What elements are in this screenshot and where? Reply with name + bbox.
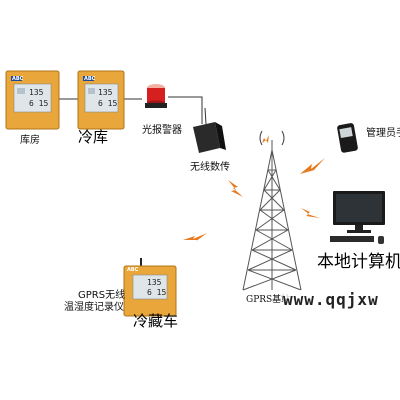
brand-logo: ABC xyxy=(127,267,139,273)
label-wireless-transmitter: 无线数传 xyxy=(190,162,230,173)
label-cold-storage: 冷库 xyxy=(78,128,109,146)
label-local-computer: 本地计算机 xyxy=(317,252,400,272)
label-gprs-recorder-line1: GPRS无线 xyxy=(78,290,126,301)
signal-bolt-icon xyxy=(300,158,325,174)
signal-bolts xyxy=(183,135,325,242)
radio-tower xyxy=(242,130,302,291)
signal-bolt-icon xyxy=(262,135,269,143)
local-computer xyxy=(330,191,385,244)
temperature-recorder-warehouse: ABC 135 6 15 xyxy=(5,70,60,130)
signal-bolt-icon xyxy=(301,208,320,218)
reading-2: 6 15 xyxy=(147,288,166,297)
label-reefer-truck: 冷藏车 xyxy=(133,312,179,330)
admin-phone xyxy=(337,123,358,153)
temperature-recorder-cold-storage: ABC 135 6 15 xyxy=(77,70,125,130)
signal-bolt-icon xyxy=(228,180,243,197)
label-alarm: 光报警器 xyxy=(142,125,182,136)
label-gprs-recorder-line2: 温湿度记录仪 xyxy=(64,302,124,313)
reading-1: 135 xyxy=(29,88,44,97)
wiring xyxy=(59,96,203,124)
reading-2: 6 15 xyxy=(29,99,48,108)
watermark: www.qqjxw xyxy=(283,290,379,309)
alarm-light xyxy=(145,84,167,108)
reading-2: 6 15 xyxy=(98,99,117,108)
brand-logo: ABC xyxy=(84,76,96,82)
wireless-transmitter xyxy=(193,107,226,153)
signal-bolt-icon xyxy=(183,233,207,242)
reading-1: 135 xyxy=(147,278,162,287)
label-warehouse: 库房 xyxy=(20,135,40,146)
brand-logo: ABC xyxy=(12,76,24,82)
reading-1: 135 xyxy=(98,88,113,97)
label-gprs-base: GPRS基站 xyxy=(246,295,291,305)
temperature-recorder-reefer-truck: 135 6 15 ABC xyxy=(123,258,177,317)
label-admin: 管理员手 xyxy=(366,128,400,139)
